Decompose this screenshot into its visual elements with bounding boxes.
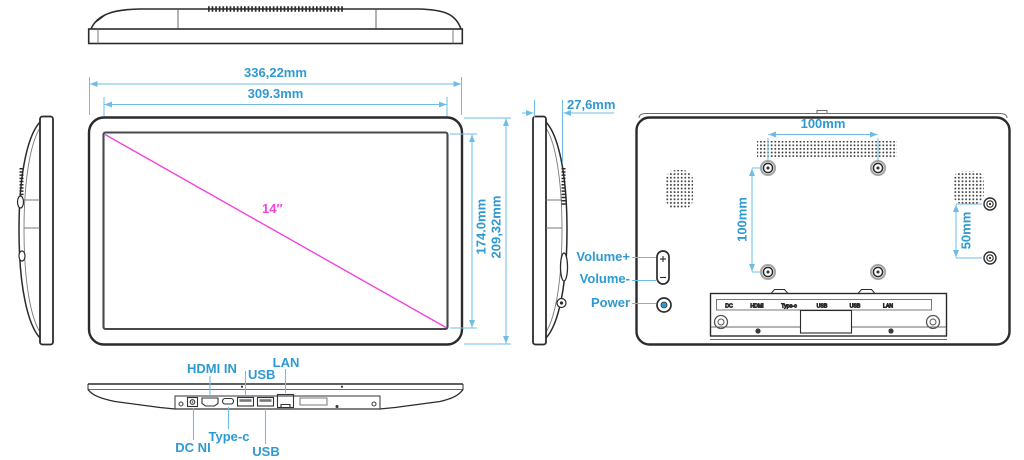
usb-lower-port-label: USB [252, 444, 280, 459]
thickness-dimension-label: 27,6mm [567, 97, 616, 112]
height-dimension-lines [450, 117, 511, 345]
vesa-hole-top-right [869, 159, 887, 177]
power-label: Power [590, 295, 630, 310]
thickness-dimension-lines [522, 100, 614, 163]
lan-port [276, 393, 295, 409]
panel-label-hdmi: HDMI [750, 304, 763, 310]
side-hole-lower [983, 251, 997, 265]
panel-label-usb2: USB [850, 304, 861, 310]
panel-corner-screw-right [925, 314, 941, 330]
panel-label-dc: DC [725, 304, 733, 310]
panel-label-usb1: USB [817, 304, 828, 310]
type-c-port-label: Type-c [208, 429, 250, 444]
vent-perforation [757, 141, 897, 157]
panel-label-lan: LAN [883, 304, 893, 310]
vesa-hole-bottom-left [759, 263, 777, 281]
screen-diagonal-line [104, 133, 447, 329]
body-height-dimension-label: 209,32mm [488, 195, 504, 259]
type-c-port [221, 397, 235, 405]
dc-port [186, 396, 199, 408]
screen-diagonal-label: 14″ [262, 201, 283, 216]
left-speaker-grille [666, 170, 693, 209]
front-view-drawing [87, 116, 464, 346]
vesa-hole-top-left [759, 159, 777, 177]
side-volume-button [559, 252, 569, 282]
panel-corner-screw-left [713, 314, 729, 330]
hdmi-port-label: HDMI IN [187, 361, 237, 376]
port-leader-lines [192, 369, 287, 444]
usb-port-1 [236, 396, 255, 407]
usb-upper-port-label: USB [248, 367, 276, 382]
power-button [656, 297, 672, 313]
hdmi-port [201, 397, 219, 407]
left-side-view-drawing [16, 115, 54, 346]
screen-width-dimension-label: 309.3mm [247, 86, 304, 101]
button-leader-lines [632, 256, 656, 305]
top-view-drawing [87, 6, 464, 45]
back-connector-panel: DC HDMI Type-c USB USB LAN [709, 289, 948, 340]
side-holes-dimension-label: 50mm [958, 211, 974, 250]
right-side-view-drawing [532, 115, 569, 346]
right-speaker-grille [953, 171, 984, 204]
side-hole-upper [983, 197, 997, 211]
dc-port-label: DC NI [175, 440, 211, 455]
volume-up-label: Volume+ [576, 249, 630, 264]
vesa-dimension-lines [749, 131, 982, 273]
screen-height-dimension-label: 174.0mm [473, 198, 489, 255]
vesa-width-dimension-label: 100mm [800, 116, 846, 131]
bottom-view-drawing [87, 383, 464, 410]
volume-rocker-button [656, 250, 670, 285]
usb-port-2 [256, 396, 275, 407]
vesa-height-dimension-label: 100mm [734, 197, 750, 242]
back-view-drawing: DC HDMI Type-c USB USB LAN [635, 110, 1011, 346]
lan-port-label: LAN [272, 355, 300, 370]
panel-label-typec: Type-c [781, 304, 797, 310]
body-width-dimension-label: 336,22mm [244, 65, 307, 80]
vesa-hole-bottom-right [869, 263, 887, 281]
volume-down-label: Volume- [579, 271, 630, 286]
